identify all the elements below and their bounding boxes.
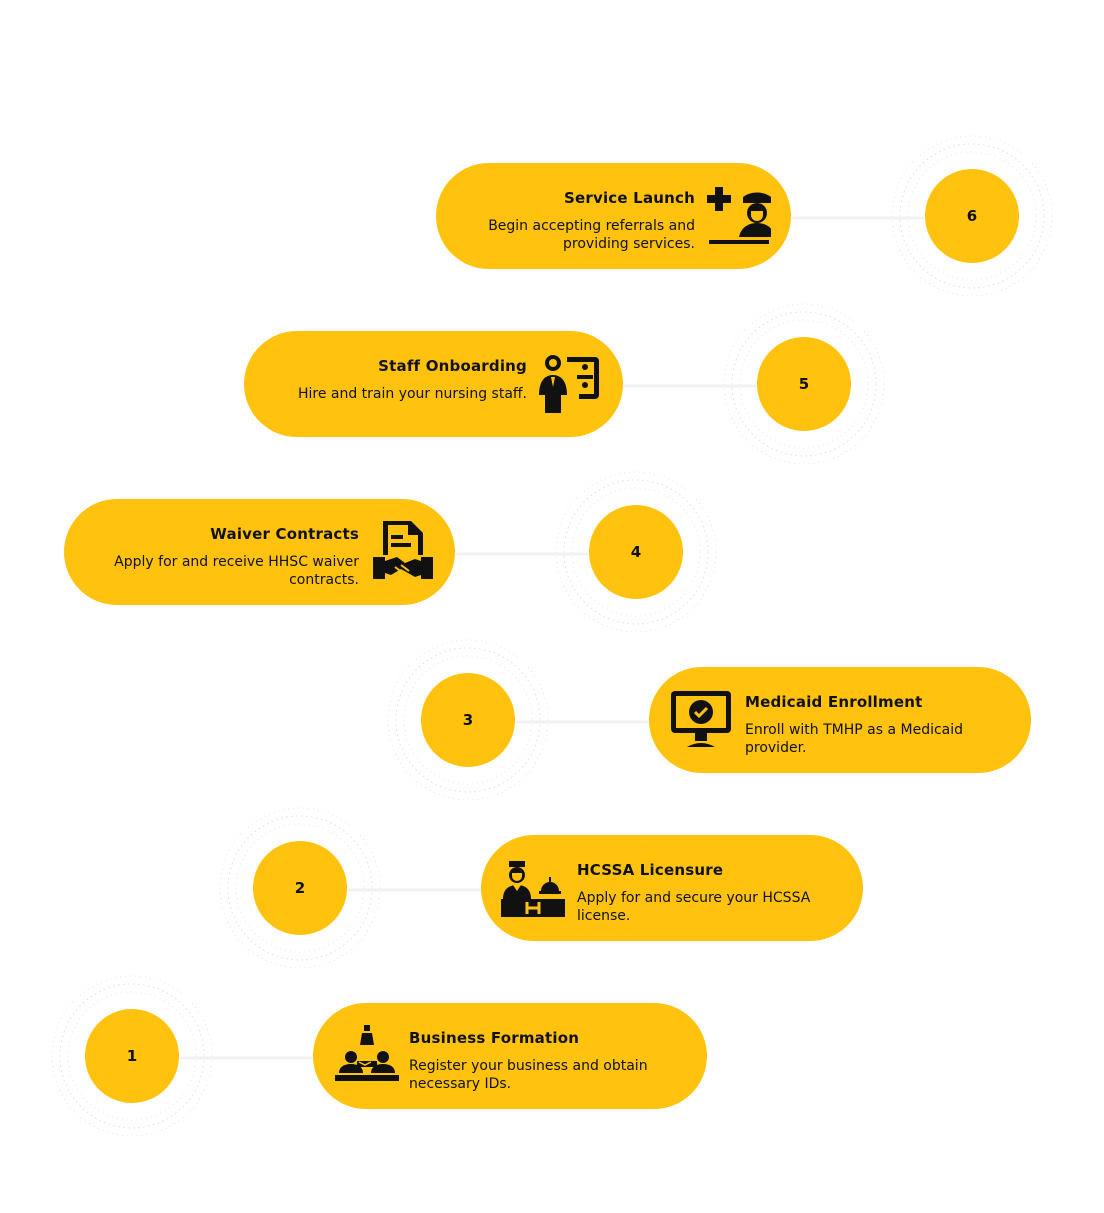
step-5-card: Staff Onboarding Hire and train your nur… xyxy=(244,331,623,437)
step-2-circle: 2 xyxy=(253,841,347,935)
step-5-ring xyxy=(723,303,885,465)
step-4-card: Waiver Contracts Apply for and receive H… xyxy=(64,499,455,605)
step-5-description: Hire and train your nursing staff. xyxy=(297,386,527,402)
nurse-medical-icon xyxy=(707,187,771,244)
staff-onboarding-icon xyxy=(539,355,599,413)
step-3-description: Enroll with TMHP as a Medicaid provider. xyxy=(745,722,964,756)
hospital-reception-icon xyxy=(501,861,565,917)
step-3-circle: 3 xyxy=(421,673,515,767)
step-1-text: Business Formation Register your busines… xyxy=(409,1027,679,1093)
step-4-ring xyxy=(555,471,717,633)
step-4-text: Waiver Contracts Apply for and receive H… xyxy=(99,523,359,589)
computer-check-icon xyxy=(671,691,731,747)
step-5-circle: 5 xyxy=(757,337,851,431)
business-formation-icon xyxy=(335,1025,399,1081)
step-3-text: Medicaid Enrollment Enroll with TMHP as … xyxy=(745,691,1005,757)
step-5-text: Staff Onboarding Hire and train your nur… xyxy=(267,355,527,403)
step-2-ring xyxy=(219,807,381,969)
step-6-ring xyxy=(891,135,1053,297)
step-6-ring xyxy=(907,151,1037,281)
step-1-ring xyxy=(59,983,205,1129)
step-2-description: Apply for and secure your HCSSA license. xyxy=(577,890,811,924)
step-1-ring xyxy=(51,975,213,1137)
contract-handshake-icon xyxy=(373,521,433,579)
step-4-description: Apply for and receive HHSC waiver contra… xyxy=(114,554,359,588)
step-4-ring xyxy=(571,487,701,617)
step-6-label: Service Launch xyxy=(564,189,695,207)
step-6-text: Service Launch Begin accepting referrals… xyxy=(455,187,695,253)
step-1-circle: 1 xyxy=(85,1009,179,1103)
step-2-text: HCSSA Licensure Apply for and secure you… xyxy=(577,859,837,925)
step-1-card: Business Formation Register your busines… xyxy=(313,1003,707,1109)
step-4-label: Waiver Contracts xyxy=(210,525,359,543)
step-3-card: Medicaid Enrollment Enroll with TMHP as … xyxy=(649,667,1031,773)
step-2-ring xyxy=(227,815,373,961)
step-4-ring xyxy=(563,479,709,625)
step-6-description: Begin accepting referrals and providing … xyxy=(488,218,695,252)
step-1-description: Register your business and obtain necess… xyxy=(409,1058,648,1092)
step-1-ring xyxy=(67,991,197,1121)
step-6-circle: 6 xyxy=(925,169,1019,263)
step-6-ring xyxy=(899,143,1045,289)
step-5-label: Staff Onboarding xyxy=(378,357,527,375)
step-5-ring xyxy=(739,319,869,449)
step-5-ring xyxy=(731,311,877,457)
step-3-ring xyxy=(403,655,533,785)
step-4-circle: 4 xyxy=(589,505,683,599)
step-6-card: Service Launch Begin accepting referrals… xyxy=(436,163,791,269)
step-2-label: HCSSA Licensure xyxy=(577,861,724,879)
step-1-label: Business Formation xyxy=(409,1029,580,1047)
step-3-ring xyxy=(395,647,541,793)
step-2-ring xyxy=(235,823,365,953)
step-2-card: HCSSA Licensure Apply for and secure you… xyxy=(481,835,863,941)
step-3-ring xyxy=(387,639,549,801)
step-3-label: Medicaid Enrollment xyxy=(745,693,923,711)
